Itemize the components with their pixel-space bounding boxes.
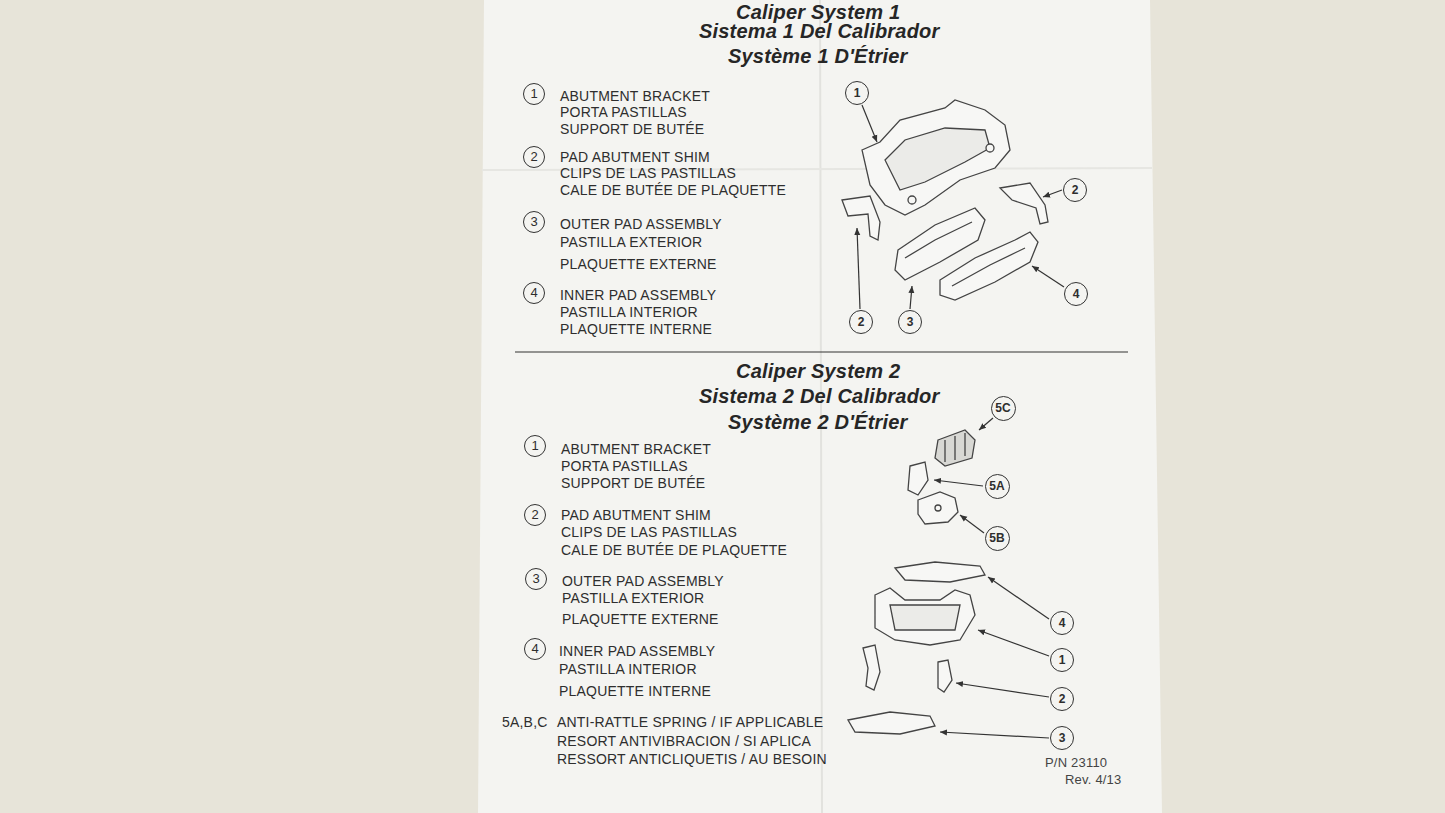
callout-circle: 2	[1063, 178, 1087, 202]
part-name: PORTA PASTILLAS	[561, 458, 688, 474]
part-name: INNER PAD ASSEMBLY	[559, 643, 715, 659]
part-name: CALE DE BUTÉE DE PLAQUETTE	[560, 182, 786, 198]
callout-number: 4	[1073, 287, 1080, 301]
section-heading: Sistema 2 Del Calibrador	[699, 384, 939, 408]
callout-number: 1	[854, 86, 861, 100]
section-heading: Sistema 1 Del Calibrador	[699, 19, 939, 43]
callout-circle: 3	[898, 310, 922, 334]
item-number-circle: 1	[524, 435, 546, 457]
callout-number: 2	[531, 508, 538, 522]
divider-line	[515, 351, 1128, 352]
part-name: ABUTMENT BRACKET	[560, 88, 710, 104]
callout-circle: 5B	[985, 526, 1010, 551]
callout-circle: 5A	[985, 474, 1010, 499]
part-name: CLIPS DE LAS PASTILLAS	[560, 165, 736, 181]
section-heading: Système 2 D'Étrier	[728, 410, 908, 434]
part-name: ABUTMENT BRACKET	[561, 441, 711, 457]
callout-number: 1	[1059, 653, 1066, 667]
callout-circle: 3	[1050, 726, 1074, 750]
item-number-circle: 3	[525, 568, 547, 590]
part-name: PASTILLA EXTERIOR	[562, 590, 704, 606]
item-number-circle: 4	[523, 282, 545, 304]
part-name: PAD ABUTMENT SHIM	[560, 149, 710, 165]
part-name: PASTILLA INTERIOR	[559, 661, 697, 677]
callout-number: 2	[1059, 692, 1066, 706]
callout-number: 1	[530, 87, 537, 101]
part-name: PLAQUETTE INTERNE	[559, 683, 711, 699]
callout-circle: 2	[849, 310, 873, 334]
callout-circle: 1	[845, 81, 869, 105]
callout-number: 2	[1072, 183, 1079, 197]
item-number-circle: 3	[523, 211, 545, 233]
callout-number: 4	[531, 642, 538, 656]
item-number-circle: 4	[524, 638, 546, 660]
callout-circle: 4	[1050, 611, 1074, 635]
callout-number: 2	[530, 150, 537, 164]
part-name: SUPPORT DE BUTÉE	[560, 121, 704, 137]
leader-lines-2	[934, 418, 1049, 738]
callout-number: 3	[907, 315, 914, 329]
callout-number: 5B	[989, 531, 1004, 545]
part-name: ANTI-RATTLE SPRING / IF APPLICABLE	[557, 714, 823, 730]
part-name: PASTILLA INTERIOR	[560, 304, 698, 320]
callout-number: 3	[1059, 731, 1066, 745]
caliper-system-1-drawing	[842, 100, 1048, 300]
callout-number: 3	[532, 572, 539, 586]
section-heading: Caliper System 2	[736, 359, 900, 383]
callout-number: 4	[1059, 616, 1066, 630]
part-name: PLAQUETTE INTERNE	[560, 321, 712, 337]
section-heading: Système 1 D'Étrier	[728, 44, 908, 68]
part-name: INNER PAD ASSEMBLY	[560, 287, 716, 303]
part-name: OUTER PAD ASSEMBLY	[562, 573, 724, 589]
callout-number: 2	[858, 315, 865, 329]
part-name: RESSORT ANTICLIQUETIS / AU BESOIN	[557, 751, 827, 767]
callout-number: 5C	[995, 401, 1010, 415]
item-number-circle: 2	[524, 504, 546, 526]
part-name: PORTA PASTILLAS	[560, 104, 687, 120]
part-name: CALE DE BUTÉE DE PLAQUETTE	[561, 542, 787, 558]
part-name: PAD ABUTMENT SHIM	[561, 507, 711, 523]
item-number-circle: 2	[523, 146, 545, 168]
item-number-circle: 1	[523, 83, 545, 105]
part-name: CLIPS DE LAS PASTILLAS	[561, 524, 737, 540]
callout-number: 1	[531, 439, 538, 453]
part-name: 5A,B,C	[502, 714, 548, 730]
part-name: PLAQUETTE EXTERNE	[560, 256, 717, 272]
callout-circle: 2	[1050, 687, 1074, 711]
part-name: OUTER PAD ASSEMBLY	[560, 216, 722, 232]
callout-number: 5A	[989, 479, 1004, 493]
caliper-system-2-drawing	[848, 430, 985, 734]
leader-lines-1	[857, 105, 1064, 309]
callout-number: 4	[530, 286, 537, 300]
part-name: PASTILLA EXTERIOR	[560, 234, 702, 250]
callout-circle: 1	[1050, 648, 1074, 672]
callout-number: 3	[530, 215, 537, 229]
part-name: SUPPORT DE BUTÉE	[561, 475, 705, 491]
part-name: PLAQUETTE EXTERNE	[562, 611, 719, 627]
callout-circle: 5C	[991, 396, 1016, 421]
callout-circle: 4	[1064, 282, 1088, 306]
paper-sheet	[478, 0, 1162, 813]
part-name: RESORT ANTIVIBRACION / SI APLICA	[557, 733, 811, 749]
part-number-note: P/N 23110	[1045, 755, 1107, 771]
part-number-note: Rev. 4/13	[1065, 772, 1121, 788]
